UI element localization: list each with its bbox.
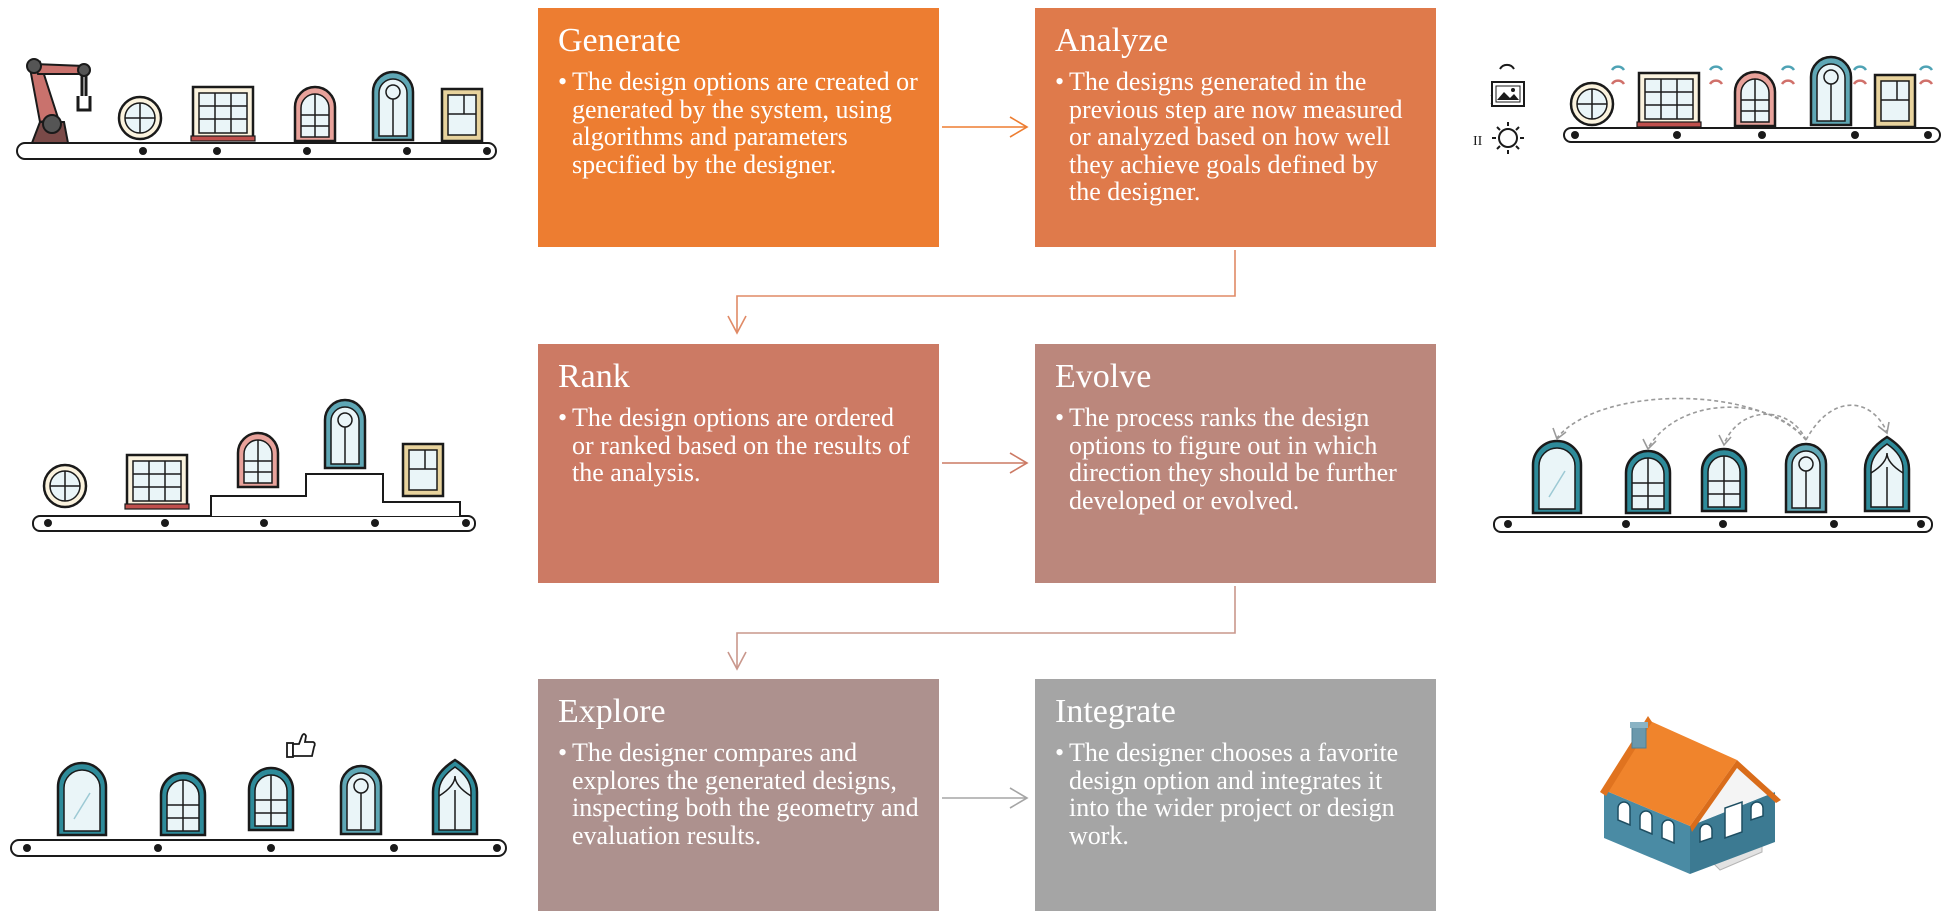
step-title: Rank bbox=[558, 358, 630, 395]
step-title: Analyze bbox=[1055, 22, 1169, 59]
step-evolve: Evolve The process ranks the design opti… bbox=[1035, 344, 1436, 583]
analysis-label-ii: II bbox=[1473, 134, 1483, 149]
connector-evolve-explore bbox=[727, 586, 1236, 671]
step-explore: Explore The designer compares and explor… bbox=[538, 679, 939, 911]
step-analyze: Analyze The designs generated in the pre… bbox=[1035, 8, 1436, 247]
thumbs-up-icon bbox=[286, 733, 316, 758]
step-description: The designer chooses a favorite design o… bbox=[1055, 739, 1416, 849]
step-title: Evolve bbox=[1055, 358, 1152, 395]
connector-generate-analyze bbox=[942, 116, 1029, 138]
thumbs-up-selection-icon bbox=[10, 733, 507, 857]
sun-icon bbox=[1492, 122, 1524, 154]
step-description: The design options are ordered or ranked… bbox=[558, 404, 919, 487]
step-title: Generate bbox=[558, 22, 681, 59]
step-description: The process ranks the design options to … bbox=[1055, 404, 1416, 514]
gauge-icon bbox=[1499, 63, 1515, 70]
connector-explore-integrate bbox=[942, 787, 1029, 809]
step-generate: Generate The design options are created … bbox=[538, 8, 939, 247]
house-icon bbox=[1600, 716, 1781, 874]
robot-arm-conveyor-icon bbox=[16, 58, 497, 160]
step-description: The designer compares and explores the g… bbox=[558, 739, 919, 849]
step-description: The design options are created or genera… bbox=[558, 68, 919, 178]
connector-rank-evolve bbox=[942, 452, 1029, 474]
step-title: Explore bbox=[558, 693, 666, 730]
step-integrate: Integrate The designer chooses a favorit… bbox=[1035, 679, 1436, 911]
step-description: The designs generated in the previous st… bbox=[1055, 68, 1416, 206]
evolution-arrows-icon bbox=[1493, 397, 1933, 533]
analysis-conveyor-icon: I II bbox=[1473, 55, 1941, 154]
step-rank: Rank The design options are ordered or r… bbox=[538, 344, 939, 583]
ranking-podium-icon bbox=[32, 398, 476, 532]
step-title: Integrate bbox=[1055, 693, 1176, 730]
image-icon bbox=[1491, 81, 1525, 107]
connector-analyze-rank bbox=[727, 250, 1236, 335]
